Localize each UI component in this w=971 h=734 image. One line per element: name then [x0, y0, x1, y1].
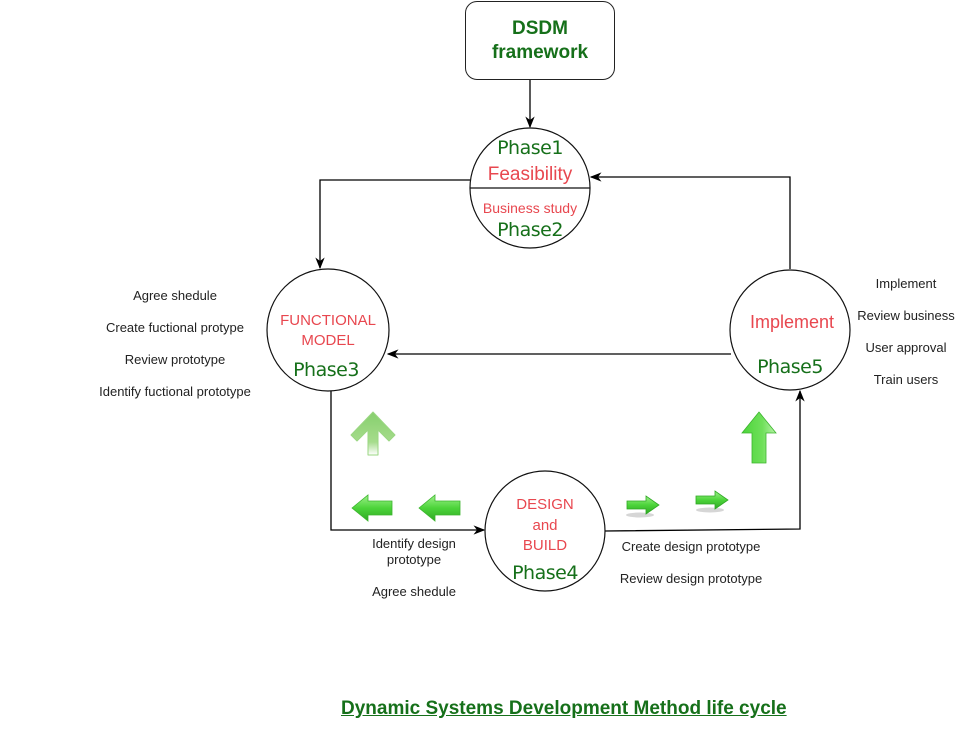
connector-phase1-to-phase3: [315, 179, 470, 270]
diagram-caption: Dynamic Systems Development Method life …: [341, 698, 787, 719]
phase3-activity: Identify fuctional prototype: [99, 384, 251, 399]
right-arrow-icon-2: [695, 490, 729, 513]
build-label: BUILD: [522, 537, 568, 554]
up-arrow-icon: [741, 411, 777, 464]
phase5-circle[interactable]: [729, 269, 851, 391]
implement-label: Implement: [749, 312, 835, 332]
phase5-activity: Train users: [873, 372, 939, 387]
functional-label: FUNCTIONAL: [280, 312, 376, 329]
phase5-activity: Review business: [857, 308, 955, 323]
phase4-left-activity: prototype: [386, 552, 442, 567]
left-arrow-icon-1: [351, 494, 393, 522]
phase4-label: Phase4: [512, 562, 578, 584]
phase2-label: Phase2: [497, 219, 563, 241]
model-label: MODEL: [301, 332, 355, 349]
connector-phase5-to-phase1: [589, 172, 791, 269]
phase3-activity: Create fuctional protype: [105, 320, 245, 335]
phase4-left-activity: Agree shedule: [372, 584, 456, 599]
and-label: and: [532, 517, 558, 534]
phase4-right-activity: Create design prototype: [621, 539, 761, 554]
design-label: DESIGN: [516, 496, 574, 513]
phase5-activity: User approval: [865, 340, 947, 355]
phase5-label: Phase5: [757, 356, 823, 378]
connector-phase4-to-phase5: [604, 389, 805, 532]
faded-up-arrow-icon: [350, 411, 396, 456]
right-arrow-icon-1: [626, 495, 660, 518]
phase3-activity: Agree shedule: [133, 288, 217, 303]
phase4-circle[interactable]: [484, 470, 606, 592]
phase3-label: Phase3: [293, 359, 359, 381]
business-study-label: Business study: [482, 200, 578, 216]
framework-title-line2: framework: [491, 41, 589, 63]
phase3-circle[interactable]: [266, 268, 390, 392]
connector-phase3-to-phase4: [330, 391, 486, 535]
phase3-activity: Review prototype: [124, 352, 226, 367]
phase1-label: Phase1: [497, 137, 563, 159]
framework-title-line1: DSDM: [512, 17, 568, 39]
phase5-activity: Implement: [875, 276, 937, 291]
dsdm-framework-box[interactable]: DSDM framework: [465, 1, 615, 80]
phase4-right-activity: Review design prototype: [619, 571, 763, 586]
left-arrow-icon-2: [418, 494, 461, 522]
phase4-left-activity: Identify design: [372, 536, 456, 551]
feasibility-label: Feasibility: [487, 164, 573, 185]
